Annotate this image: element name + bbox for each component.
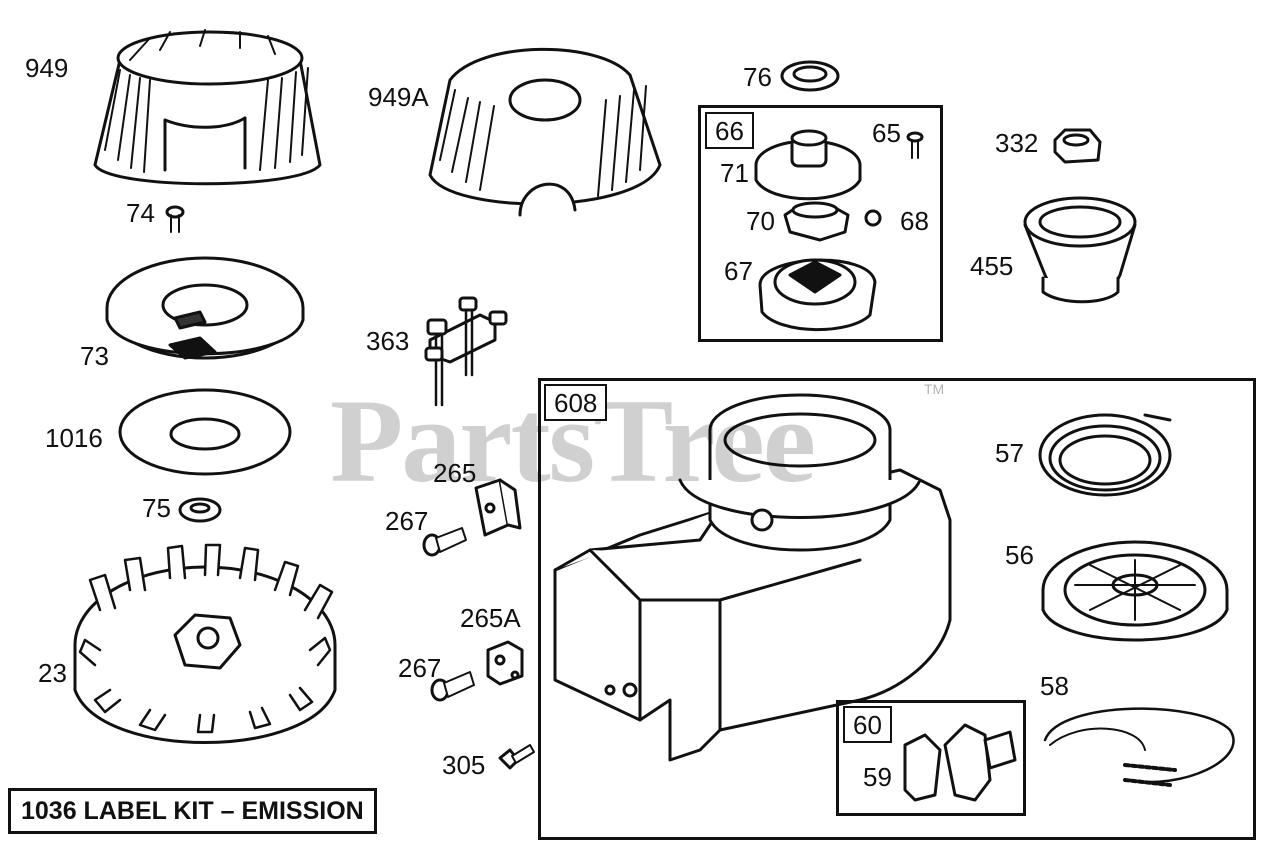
- part-label-23[interactable]: 23: [38, 658, 67, 688]
- group-66-label: 66: [705, 112, 754, 149]
- part-label-70[interactable]: 70: [746, 206, 775, 236]
- part-label-67[interactable]: 67: [724, 256, 753, 286]
- part-70-drawing: [783, 201, 850, 242]
- part-label-455[interactable]: 455: [970, 251, 1014, 281]
- part-76-drawing: [780, 60, 840, 92]
- part-265-drawing: [474, 478, 522, 537]
- part-74-drawing: [165, 205, 185, 233]
- part-label-65[interactable]: 65: [872, 118, 901, 148]
- part-59-drawing: [903, 723, 1017, 802]
- part-23-drawing: [73, 543, 337, 744]
- part-label-58[interactable]: 58: [1040, 671, 1069, 701]
- part-57-drawing: [1038, 413, 1172, 497]
- part-label-76[interactable]: 76: [743, 62, 772, 92]
- part-455-drawing: [1023, 196, 1137, 304]
- part-label-57[interactable]: 57: [995, 438, 1024, 468]
- part-label-265[interactable]: 265: [433, 458, 477, 488]
- part-label-949[interactable]: 949: [25, 53, 69, 83]
- part-label-74[interactable]: 74: [126, 198, 155, 228]
- part-75-drawing: [178, 497, 222, 523]
- part-label-265A[interactable]: 265A: [460, 603, 521, 633]
- part-label-267-lower[interactable]: 267: [398, 653, 442, 683]
- part-608-drawing: [553, 393, 952, 762]
- watermark-tm: TM: [924, 381, 945, 397]
- part-label-68[interactable]: 68: [900, 206, 929, 236]
- group-608-frame: [538, 378, 1256, 840]
- label-kit-emission[interactable]: 1036 LABEL KIT – EMISSION: [8, 788, 377, 834]
- part-label-305[interactable]: 305: [442, 750, 486, 780]
- part-71-drawing: [754, 129, 862, 201]
- part-68-drawing: [864, 209, 882, 227]
- part-305-drawing: [498, 744, 535, 770]
- part-label-949A[interactable]: 949A: [368, 82, 429, 112]
- part-67-drawing: [758, 258, 877, 332]
- part-label-267-upper[interactable]: 267: [385, 506, 429, 536]
- part-332-drawing: [1053, 128, 1102, 164]
- part-267a-drawing: [422, 527, 467, 557]
- part-73-drawing: [105, 256, 305, 360]
- part-267b-drawing: [430, 671, 475, 702]
- part-label-1016[interactable]: 1016: [45, 423, 103, 453]
- part-label-363[interactable]: 363: [366, 326, 410, 356]
- part-label-332[interactable]: 332: [995, 128, 1039, 158]
- group-608-label: 608: [544, 384, 608, 421]
- part-label-75[interactable]: 75: [142, 493, 171, 523]
- part-265A-drawing: [486, 640, 524, 686]
- group-66-frame: [698, 105, 943, 342]
- part-label-59[interactable]: 59: [863, 762, 892, 792]
- part-label-71[interactable]: 71: [720, 158, 749, 188]
- group-60-frame: [836, 700, 1026, 816]
- part-58-drawing: [1043, 707, 1235, 787]
- part-949-drawing: [93, 29, 322, 186]
- part-65-drawing: [906, 131, 924, 159]
- part-949A-drawing: [428, 47, 662, 217]
- part-label-56[interactable]: 56: [1005, 540, 1034, 570]
- part-363-drawing: [424, 296, 508, 407]
- part-1016-drawing: [118, 388, 292, 476]
- part-label-73[interactable]: 73: [80, 341, 109, 371]
- part-56-drawing: [1041, 540, 1229, 642]
- group-60-label: 60: [843, 706, 892, 743]
